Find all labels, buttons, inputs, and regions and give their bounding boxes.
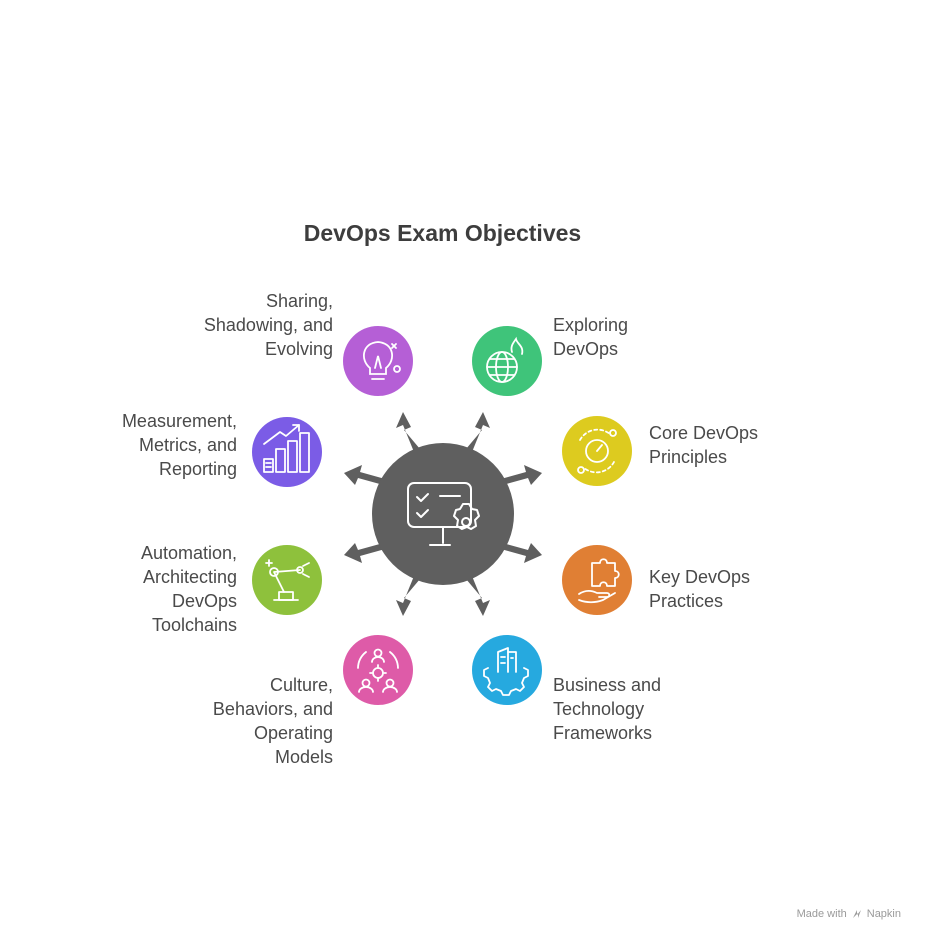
label-culture: Culture, Behaviors, and Operating Models [212,675,333,767]
arrow-sharing [396,412,420,452]
node-automation [252,545,322,615]
diagram-title: DevOps Exam Objectives [303,220,582,246]
label-practices: Key DevOps Practices [649,567,751,611]
arrow-business [466,576,490,616]
label-measurement: Measurement, Metrics, and Reporting [121,411,237,479]
arrow-measurement [344,465,389,486]
made-with-credit[interactable]: Made with Napkin [797,908,901,920]
team-gear-icon [357,648,399,693]
robot-arm-icon [265,559,310,601]
node-core [562,416,632,486]
node-exploring [472,326,542,396]
label-core: Core DevOps Principles [649,423,759,467]
arrow-exploring [466,412,490,452]
arrows [344,412,542,616]
label-automation: Automation, Architecting DevOps Toolchai… [140,543,237,635]
arrow-practices [497,542,542,563]
node-culture [343,635,413,705]
monitor-gear-icon [407,482,480,546]
arrow-culture [396,576,420,616]
lightbulb-icon [363,341,401,380]
bar-chart-icon [263,424,310,473]
node-business [472,635,542,705]
hand-puzzle-icon [578,558,620,604]
globe-fire-icon [486,336,524,383]
napkin-logo-icon [852,910,861,918]
label-sharing: Sharing, Shadowing, and Evolving [203,291,333,359]
credit-prefix: Made with [796,908,847,920]
arrow-automation [344,542,389,563]
building-gear-icon [483,647,529,696]
credit-brand: Napkin [866,908,901,920]
arrow-core [497,465,542,486]
label-business: Business and Technology Frameworks [553,675,662,743]
hub-circle [372,443,514,585]
node-measurement [252,417,322,487]
node-sharing [343,326,413,396]
orbit-target-icon [577,428,617,474]
node-practices [562,545,632,615]
label-exploring: Exploring DevOps [553,315,629,359]
